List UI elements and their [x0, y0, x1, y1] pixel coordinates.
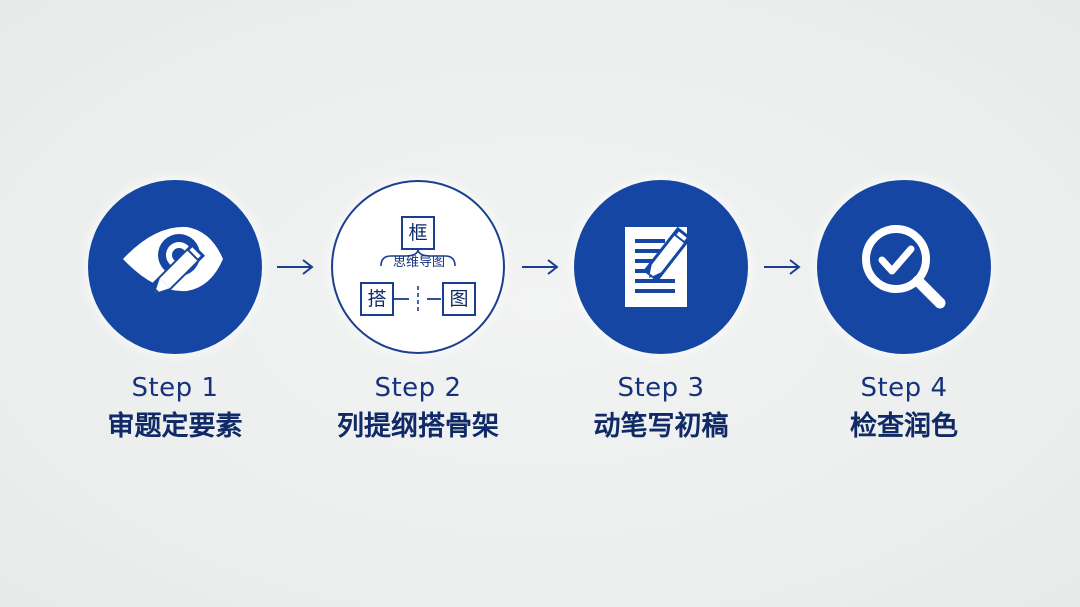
step-1-circle: [88, 180, 262, 354]
step-2-title: 列提纲搭骨架: [337, 411, 499, 442]
step-4: Step 4 检查润色: [814, 180, 994, 444]
mind-map-center-label: 思维导图: [392, 255, 445, 270]
step-4-title: 检查润色: [850, 411, 958, 442]
step-2: 框 思维导图 搭 图 Step 2 列提纲搭骨架: [328, 180, 508, 444]
document-pencil-icon: [625, 226, 692, 307]
step-1-number: Step 1: [131, 373, 219, 403]
arrow-right-icon: [764, 259, 801, 275]
arrow-right-icon: [277, 259, 314, 275]
step-3-number: Step 3: [617, 373, 705, 403]
step-4-circle: [817, 180, 991, 354]
mind-map-node-right: 图: [442, 282, 476, 316]
step-1-title: 审题定要素: [107, 411, 243, 442]
step-2-number: Step 2: [374, 373, 462, 403]
mind-map-node-left: 搭: [360, 282, 394, 316]
mind-map-icon: 框 思维导图 搭 图: [333, 182, 503, 352]
mind-map-connectors: [380, 249, 456, 312]
step-2-circle: 框 思维导图 搭 图: [331, 180, 505, 354]
eye-pencil-icon: [123, 226, 223, 296]
step-1: Step 1 审题定要素: [85, 180, 265, 444]
step-3-title: 动笔写初稿: [593, 411, 729, 442]
step-3-circle: [574, 180, 748, 354]
arrow-right-icon: [522, 259, 559, 275]
mind-map-node-top: 框: [401, 216, 435, 250]
step-3: Step 3 动笔写初稿: [571, 180, 751, 444]
magnifier-check-icon: [862, 225, 946, 309]
step-4-number: Step 4: [860, 373, 948, 403]
